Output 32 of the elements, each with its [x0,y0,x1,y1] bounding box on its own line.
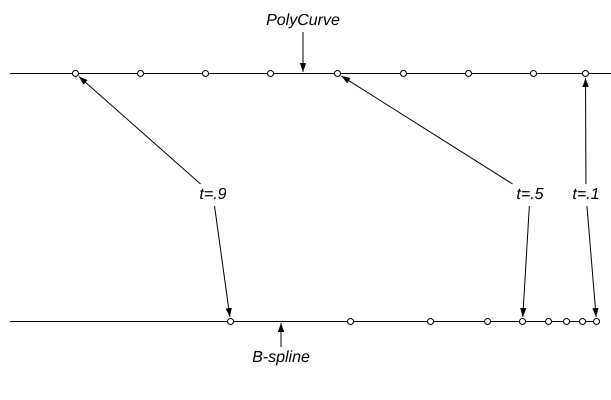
point-marker [563,318,570,325]
arrow [582,78,589,184]
point-marker [72,70,79,77]
curve-label: B-spline [245,347,317,369]
point-marker [530,70,537,77]
curve-label: t=.5 [508,184,552,206]
point-marker [519,318,526,325]
point-marker [427,318,434,325]
curve-label: t=.1 [564,184,608,206]
curve-label: PolyCurve [263,10,343,32]
curve-line [10,73,611,74]
point-marker [137,70,144,77]
arrow [520,206,530,318]
arrow [300,32,306,72]
point-marker [334,70,341,77]
arrow [340,75,514,184]
point-marker [582,70,589,77]
point-marker [227,318,234,325]
point-marker [484,318,491,325]
arrow [214,206,232,318]
point-marker [267,70,274,77]
point-marker [465,70,472,77]
point-marker [400,70,407,77]
point-marker [545,318,552,325]
arrow [78,76,202,184]
arrow [278,322,284,348]
point-marker [347,318,354,325]
point-marker [202,70,209,77]
point-marker [579,318,586,325]
arrow [586,206,599,318]
point-marker [593,318,600,325]
curve-label: t=.9 [191,184,235,206]
